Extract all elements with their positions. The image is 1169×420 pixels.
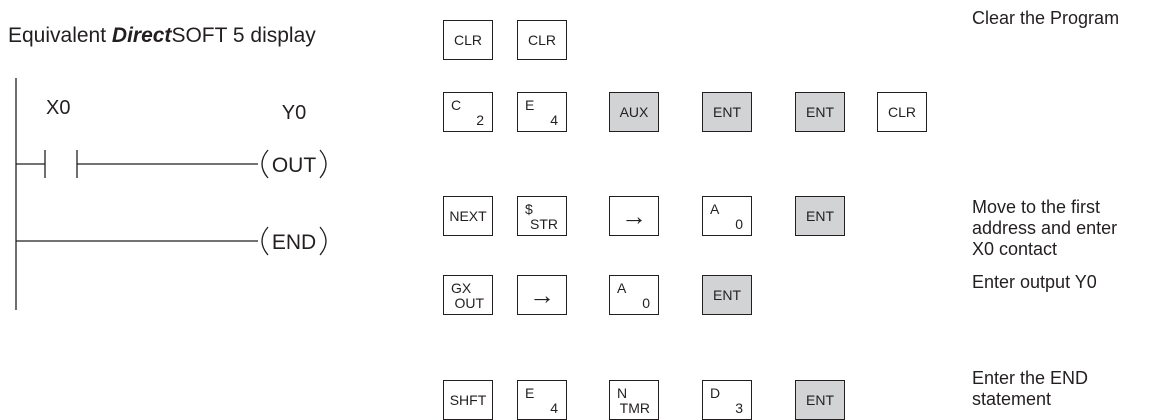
coil-y0-left-paren — [261, 149, 269, 179]
coil-y0-label: Y0 — [282, 102, 306, 124]
coil-y0-text: OUT — [272, 154, 317, 177]
key-primary-label: E — [525, 97, 535, 113]
key-primary-label: GX — [451, 280, 472, 296]
key-secondary-label: OUT — [454, 295, 484, 311]
key-next[interactable]: NEXT — [443, 196, 493, 236]
desc-clear-program: Clear the Program — [972, 8, 1120, 28]
key-label: CLR — [887, 104, 916, 120]
key-primary-label: D — [710, 385, 721, 401]
key-secondary-label: STR — [530, 216, 558, 232]
key-clr[interactable]: CLR — [517, 20, 567, 60]
key-aux[interactable]: AUX — [609, 92, 659, 132]
key-ent[interactable]: ENT — [795, 380, 845, 420]
key-label: ENT — [806, 392, 834, 408]
key-label: CLR — [453, 32, 482, 48]
title-prefix: Equivalent — [8, 24, 112, 47]
key-label: ENT — [713, 287, 741, 303]
key-label: NEXT — [449, 208, 487, 224]
display-title: Equivalent DirectSOFT 5 display — [8, 24, 316, 48]
desc-move-first-address: Move to the first address and enter X0 c… — [972, 197, 1118, 259]
title-brand: Direct — [111, 24, 172, 47]
right-arrow-icon: → — [621, 200, 647, 231]
key--str[interactable]: $STR — [517, 196, 567, 236]
key-secondary-label: 2 — [476, 112, 484, 128]
key-secondary-label: TMR — [619, 400, 650, 416]
key-arrow[interactable]: → — [517, 275, 567, 315]
ladder-diagram: X0 Y0 OUT END — [15, 78, 327, 310]
key-clr[interactable]: CLR — [877, 92, 927, 132]
key-label: ENT — [806, 208, 834, 224]
desc-enter-end: Enter the END statement — [972, 368, 1089, 409]
key-label: AUX — [619, 104, 649, 120]
desc-enter-output: Enter output Y0 — [972, 272, 1097, 292]
key-primary-label: A — [617, 280, 627, 296]
key-clr[interactable]: CLR — [443, 20, 493, 60]
coil-end-right-paren — [319, 226, 327, 256]
key-label: CLR — [527, 32, 556, 48]
key-secondary-label: 0 — [735, 216, 743, 232]
key-ent[interactable]: ENT — [702, 275, 752, 315]
right-arrow-icon: → — [529, 279, 555, 310]
key-shft[interactable]: SHFT — [443, 380, 493, 420]
key-arrow[interactable]: → — [609, 196, 659, 236]
contact-x0-label: X0 — [46, 97, 70, 119]
key-secondary-label: 4 — [550, 112, 558, 128]
coil-y0-right-paren — [319, 149, 327, 179]
key-ent[interactable]: ENT — [702, 92, 752, 132]
key-secondary-label: 4 — [550, 400, 558, 416]
title-suffix: SOFT 5 display — [171, 24, 316, 47]
key-primary-label: E — [525, 385, 535, 401]
coil-end-text: END — [272, 231, 316, 254]
key-primary-label: A — [710, 201, 720, 217]
coil-end-left-paren — [261, 226, 269, 256]
key-primary-label: N — [617, 385, 628, 401]
key-secondary-label: 0 — [642, 295, 650, 311]
key-label: ENT — [713, 104, 741, 120]
key-ent[interactable]: ENT — [795, 196, 845, 236]
key-primary-label: C — [451, 97, 462, 113]
key-label: SHFT — [449, 392, 487, 408]
key-secondary-label: 3 — [735, 400, 743, 416]
key-label: ENT — [806, 104, 834, 120]
key-ent[interactable]: ENT — [795, 92, 845, 132]
key-primary-label: $ — [525, 201, 533, 217]
